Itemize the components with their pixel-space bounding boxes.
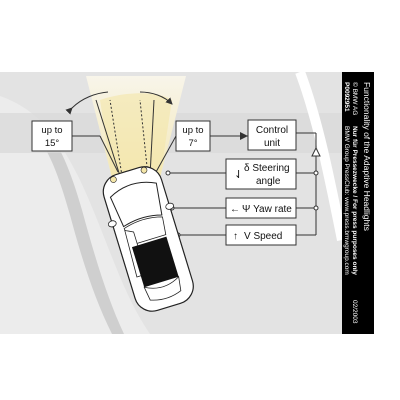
left-angle-box: up to 15°	[31, 120, 73, 152]
control-unit-line2: unit	[264, 138, 280, 149]
control-unit-box: Control unit	[247, 119, 297, 151]
steering-arrow-icon: ⇃	[234, 169, 243, 181]
yaw-arrow-icon: ←	[230, 204, 240, 215]
yaw-rate-box: ← Ψ Yaw rate	[225, 197, 297, 219]
sidebar-notice: Nur für Pressezwecke / For press purpose…	[351, 126, 358, 275]
steering-angle-box: ⇃ δ Steering angle	[225, 158, 297, 190]
left-angle-line2: 15°	[45, 138, 60, 149]
info-sidebar: Functionality of the Adaptive Headlights…	[342, 72, 374, 334]
beam-lines	[95, 99, 155, 177]
yaw-rate-label: Ψ Yaw rate	[242, 204, 292, 215]
sidebar-title: Functionality of the Adaptive Headlights	[362, 82, 372, 231]
sidebar-owner: © BMW AG	[351, 82, 359, 115]
connectors	[72, 132, 317, 236]
sidebar-credit: BMW Group PressClub: www.press.bmwgroup.…	[343, 126, 350, 275]
speed-arrow-icon: ↑	[233, 231, 238, 242]
control-unit-line1: Control	[256, 125, 288, 136]
control-arrow-icon	[240, 132, 248, 140]
right-angle-box: up to 7°	[175, 120, 211, 152]
right-swivel-arc	[139, 91, 173, 105]
left-angle-line1: up to	[41, 125, 62, 136]
car	[102, 166, 194, 312]
steering-line1: δ Steering	[244, 163, 290, 174]
up-arrow-icon	[311, 146, 321, 157]
speed-label: V Speed	[244, 231, 282, 242]
right-angle-line2: 7°	[188, 138, 197, 149]
left-swivel-arc	[65, 91, 109, 115]
sidebar-code: P0092951	[343, 82, 350, 112]
right-angle-line1: up to	[182, 125, 203, 136]
speed-box: ↑ V Speed	[225, 224, 297, 246]
sidebar-date: 02/2003	[351, 300, 358, 324]
light-beam	[86, 76, 186, 178]
steering-line2: angle	[256, 176, 281, 187]
